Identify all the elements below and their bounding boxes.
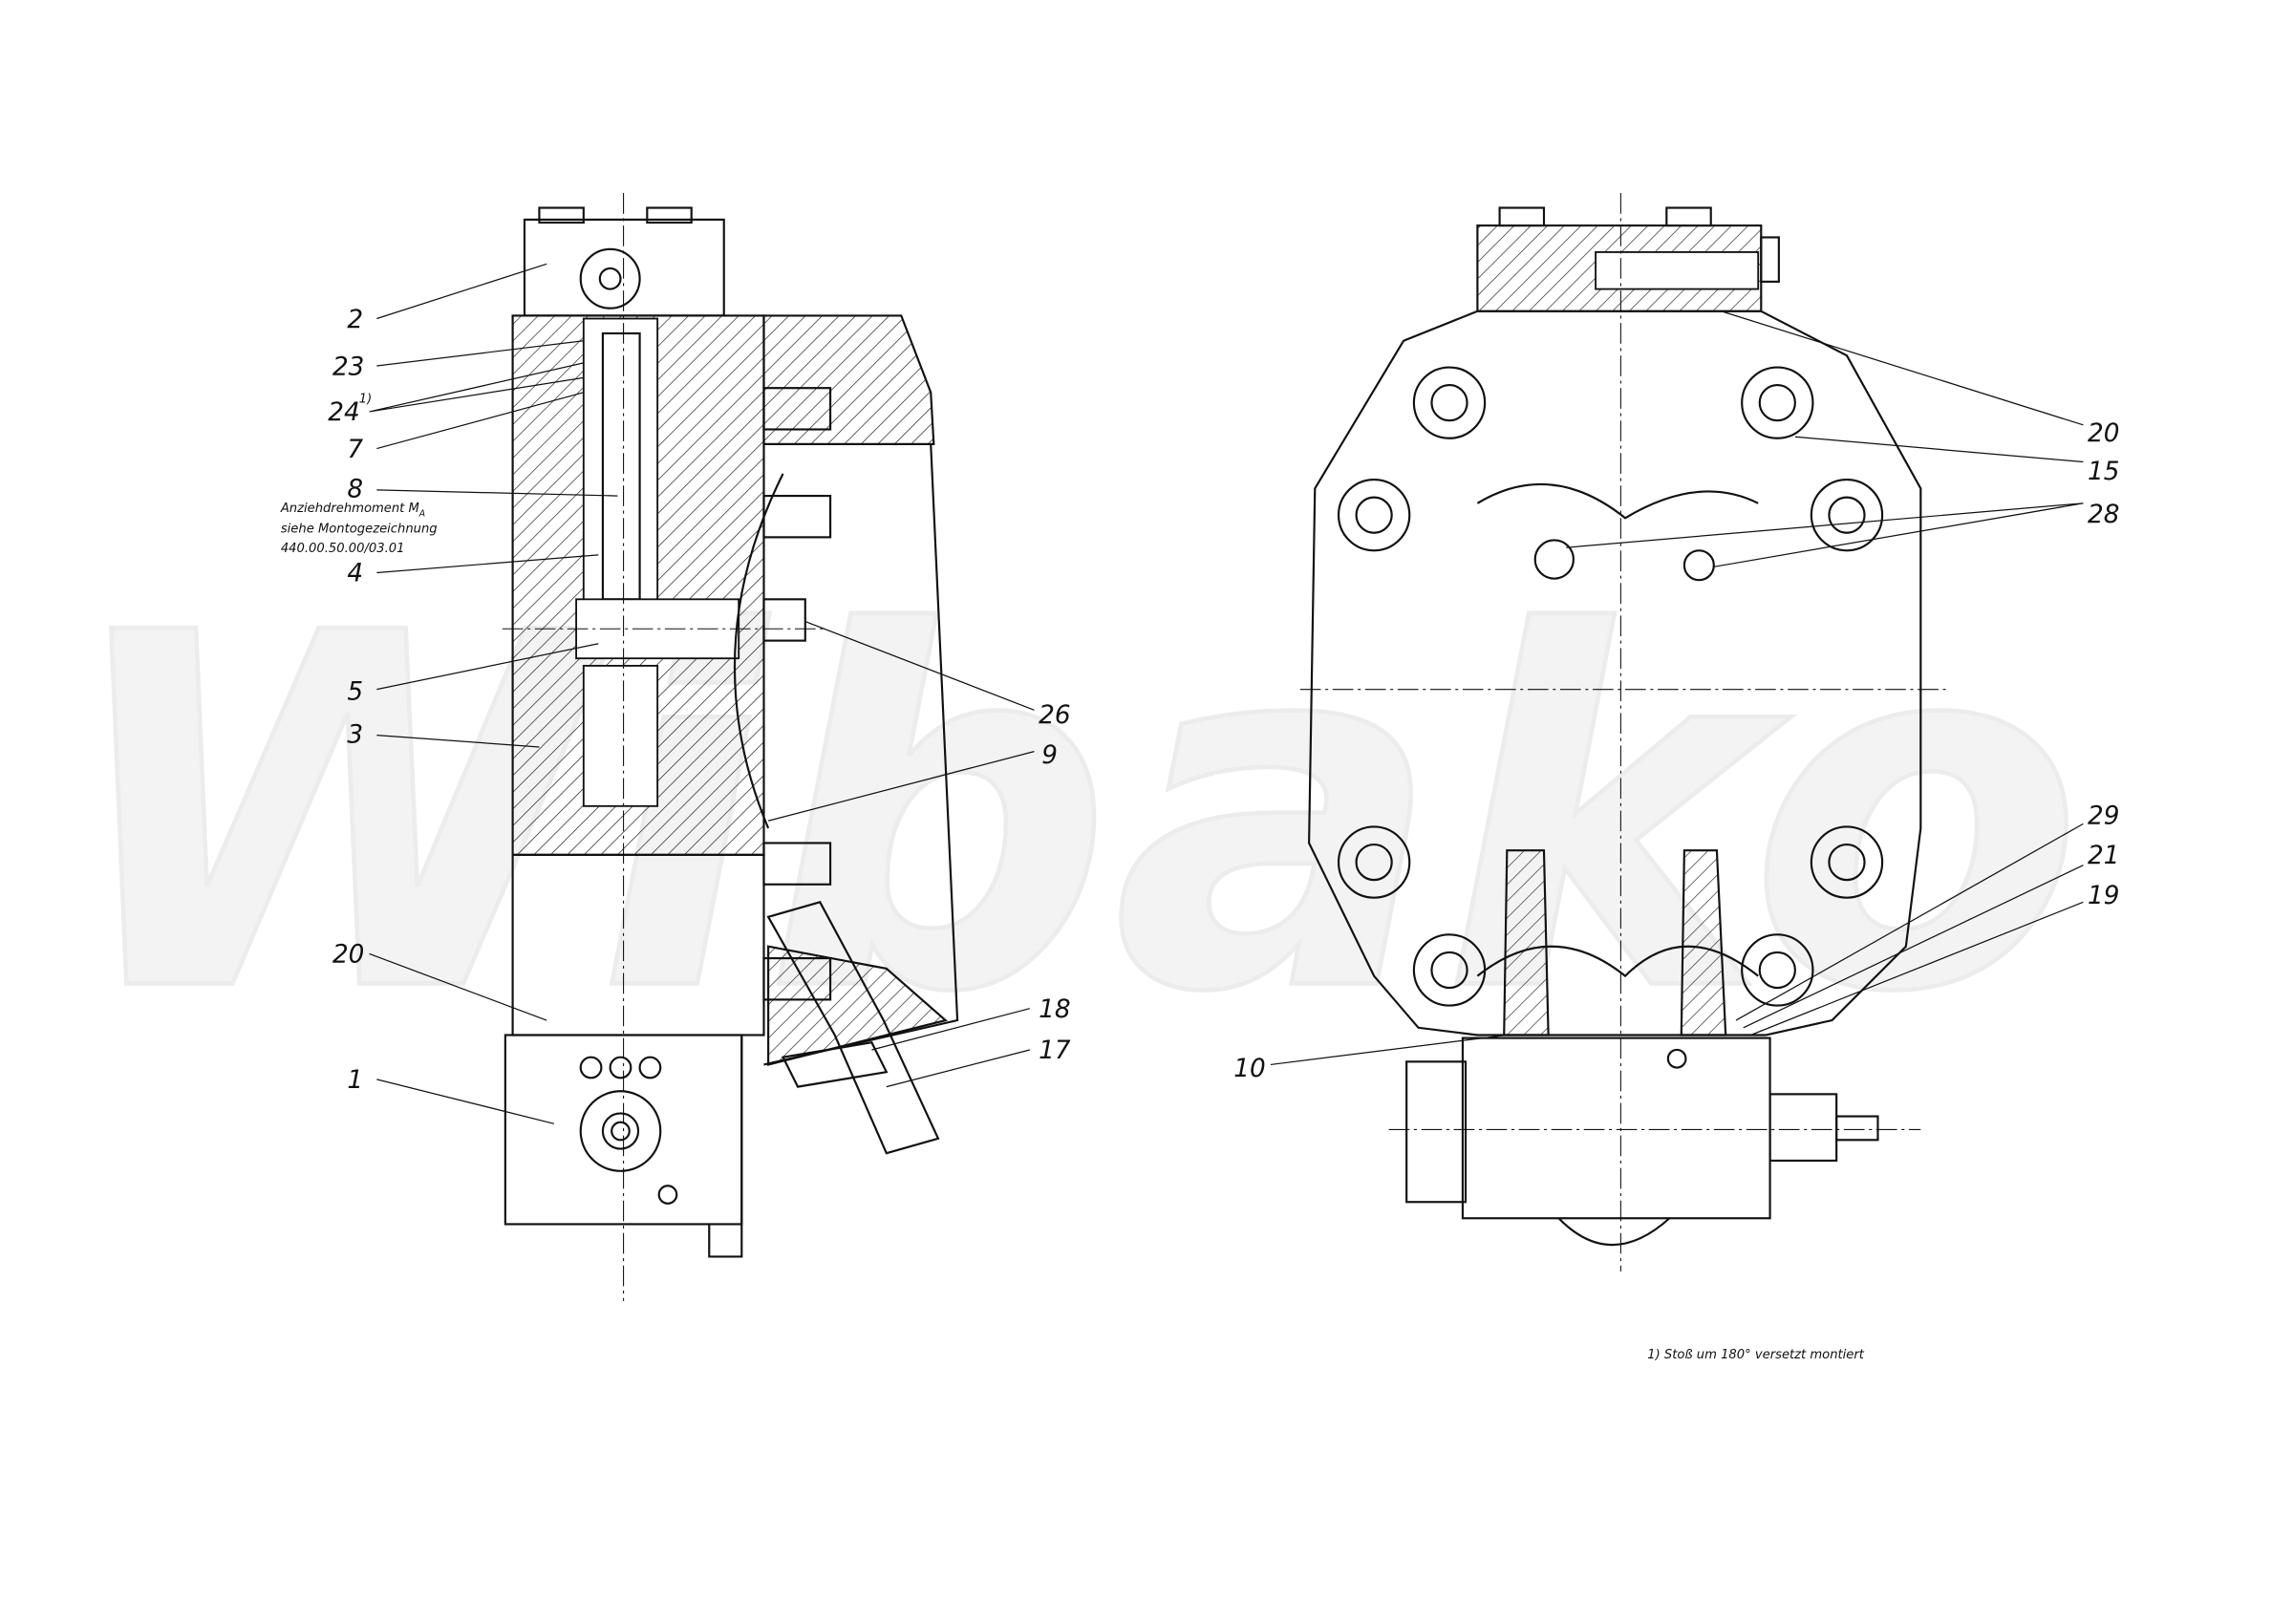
part-label-21: 21 — [2088, 842, 2119, 870]
svg-text:440.00.50.00/03.01: 440.00.50.00/03.01 — [281, 542, 405, 556]
right-view-labels: 20 15 28 29 21 19 10 — [1233, 419, 2119, 1083]
part-label-3: 3 — [347, 720, 363, 749]
part-label-20-left: 20 — [332, 941, 364, 970]
part-label-20-right: 20 — [2088, 419, 2119, 448]
part-label-4: 4 — [347, 560, 363, 588]
part-label-24: 24 — [328, 398, 359, 427]
watermark: Wibako — [59, 531, 2084, 1099]
part-label-5: 5 — [347, 677, 363, 706]
footnote: 1) Stoß um 180° versetzt montiert — [1647, 1348, 1865, 1362]
left-section-view — [502, 193, 959, 1301]
part-label-18: 18 — [1039, 995, 1070, 1024]
torque-annotation: Anziehdrehmoment MA siehe Montogezeichnu… — [280, 502, 438, 556]
left-view-leaders — [369, 263, 1035, 1124]
svg-text:Anziehdrehmoment MA: Anziehdrehmoment MA — [280, 502, 425, 520]
part-label-17: 17 — [1039, 1036, 1071, 1065]
part-label-24-footnote-marker: 1) — [359, 393, 372, 407]
part-label-26: 26 — [1039, 701, 1070, 730]
part-label-2: 2 — [347, 306, 363, 334]
part-label-29: 29 — [2088, 801, 2119, 830]
left-view-labels: 2 23 24 1) 7 8 4 5 3 20 1 26 9 18 17 Anz… — [280, 306, 1071, 1095]
part-label-8: 8 — [347, 476, 363, 504]
part-label-15: 15 — [2088, 458, 2119, 486]
part-label-23: 23 — [332, 353, 364, 381]
right-view-leaders — [1270, 310, 2084, 1066]
part-label-7: 7 — [347, 436, 363, 464]
right-front-view — [1299, 193, 1951, 1271]
svg-text:siehe Montogezeichnung: siehe Montogezeichnung — [281, 523, 438, 537]
part-label-28: 28 — [2088, 501, 2119, 529]
part-label-19: 19 — [2088, 882, 2119, 910]
part-label-9: 9 — [1041, 741, 1058, 770]
part-label-1: 1 — [347, 1066, 363, 1095]
part-label-10: 10 — [1233, 1055, 1265, 1083]
